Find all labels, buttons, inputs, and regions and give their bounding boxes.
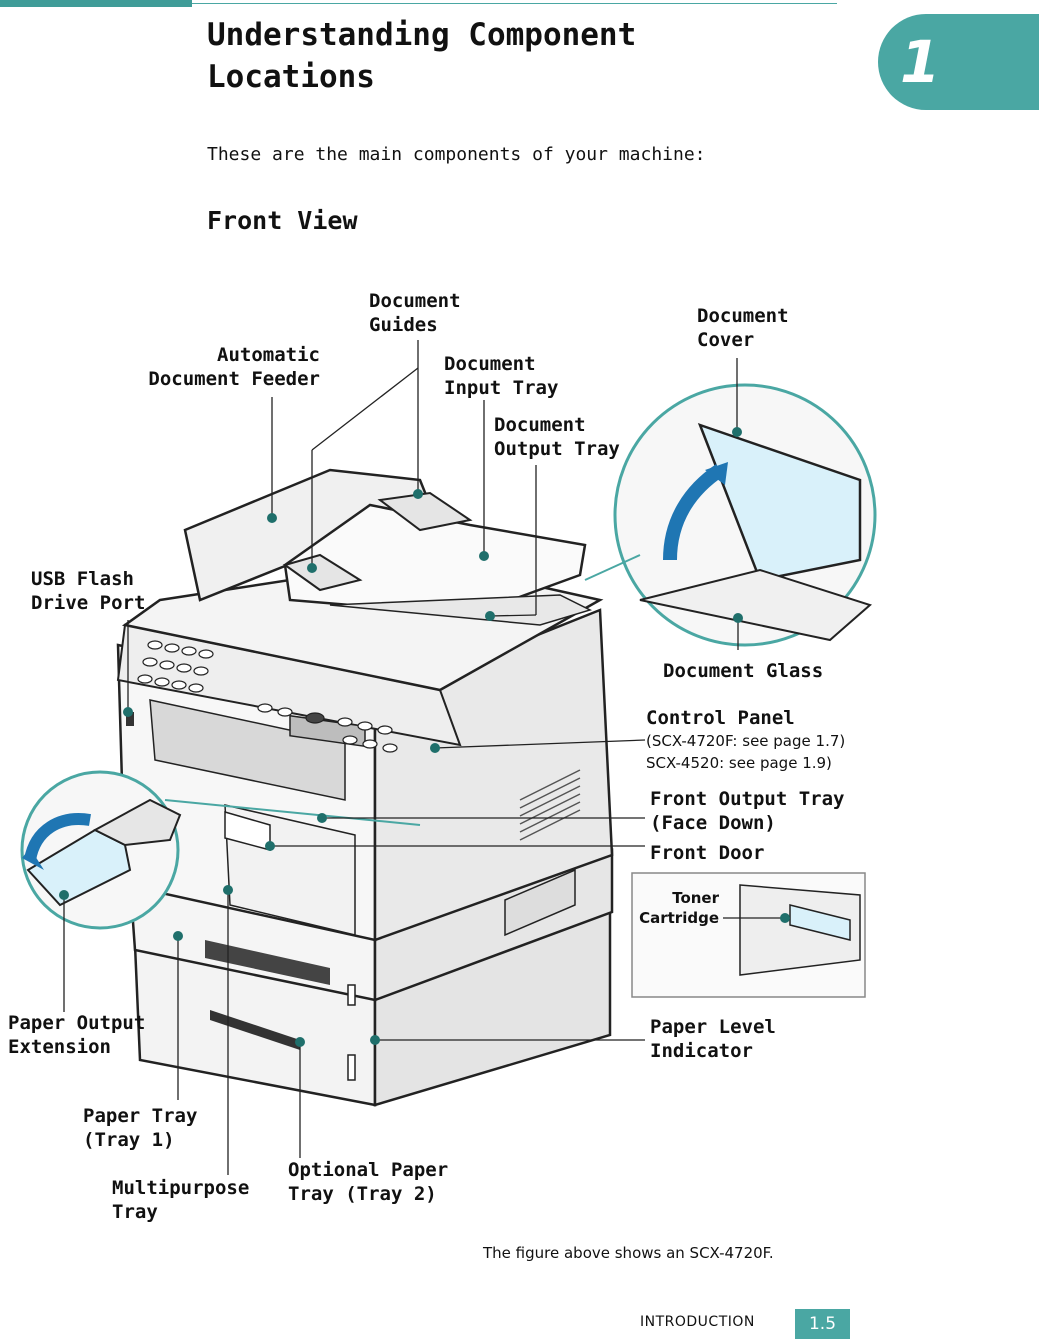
- paper-level-window-2: [347, 1054, 356, 1081]
- label-paper-output-extension: Paper Output Extension: [8, 1012, 146, 1058]
- front-output-slot: [149, 699, 346, 801]
- header-rule: [192, 3, 837, 4]
- paper-level-window-1: [347, 984, 356, 1006]
- page-title: Understanding Component Locations: [207, 17, 637, 95]
- chapter-tab: 1: [878, 14, 1039, 110]
- label-document-guides: Document Guides: [369, 290, 461, 336]
- label-toner-cartridge: Toner Cartridge: [639, 889, 719, 927]
- scanner-glass-bed: [639, 568, 872, 642]
- inset-pointer-line-right: [584, 554, 641, 581]
- label-paper-tray: Paper Tray (Tray 1): [83, 1105, 198, 1151]
- label-control-panel: Control Panel: [646, 707, 795, 729]
- keypad-buttons: [137, 640, 398, 753]
- label-document-cover: Document Cover: [697, 305, 789, 351]
- extension-flap: [26, 828, 132, 907]
- document-output-shelf: [329, 594, 593, 626]
- label-document-output-tray: Document Output Tray: [494, 414, 620, 460]
- header-accent-bar: [0, 0, 192, 7]
- callout-dots: [59, 427, 790, 1047]
- usb-port-slot: [126, 712, 134, 726]
- label-automatic-document-feeder: Automatic Document Feeder: [148, 344, 320, 390]
- label-multipurpose-tray: Multipurpose Tray: [112, 1177, 250, 1223]
- side-handle: [504, 868, 576, 937]
- intro-text: These are the main components of your ma…: [207, 144, 706, 165]
- footer-section-name: INTRODUCTION: [640, 1314, 755, 1330]
- label-document-glass: Document Glass: [663, 660, 824, 682]
- label-front-output-tray: Front Output Tray (Face Down): [650, 788, 845, 834]
- optional-tray-handle: [210, 1010, 300, 1050]
- cover-open-arrow: [663, 464, 725, 561]
- label-paper-level-indicator: Paper Level Indicator: [650, 1016, 776, 1062]
- label-document-input-tray: Document Input Tray: [444, 353, 559, 399]
- document-guide-left: [282, 553, 363, 592]
- label-control-panel-ref: (SCX-4720F: see page 1.7) SCX-4520: see …: [646, 732, 846, 772]
- document-input-tray-shape: [283, 503, 587, 617]
- callout-lines: [63, 340, 785, 1175]
- toner-cartridge-shape: [789, 904, 851, 941]
- extension-base: [92, 798, 182, 847]
- cover-glass-panel: [697, 422, 862, 582]
- label-usb-flash-drive-port: USB Flash Drive Port: [31, 568, 146, 614]
- tray1-handle: [205, 940, 330, 985]
- label-front-door: Front Door: [650, 842, 765, 864]
- side-vents: [519, 769, 581, 841]
- inset-pointer-line-left: [164, 799, 421, 826]
- label-optional-paper-tray: Optional Paper Tray (Tray 2): [288, 1159, 449, 1205]
- section-heading: Front View: [207, 206, 358, 235]
- figure-caption: The figure above shows an SCX-4720F.: [483, 1244, 774, 1262]
- page-number: 1.5: [795, 1309, 850, 1339]
